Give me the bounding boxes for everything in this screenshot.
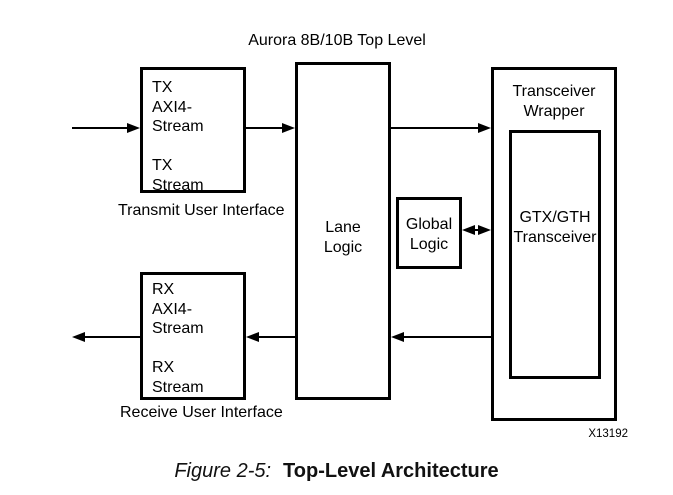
- arrow-line: [470, 229, 483, 231]
- arrowhead-right-icon: [478, 225, 491, 235]
- arrow-line: [391, 127, 480, 129]
- figure-image-id: X13192: [588, 428, 628, 440]
- transceiver-wrapper-label: Transceiver Wrapper: [512, 83, 596, 120]
- arrowhead-right-icon: [282, 123, 295, 133]
- arrow-line: [403, 336, 491, 338]
- diagram-title: Aurora 8B/10B Top Level: [248, 32, 426, 49]
- arrowhead-right-icon: [127, 123, 140, 133]
- gtx-gth-transceiver-block: GTX/GTH Transceiver: [509, 130, 601, 379]
- tx-axi4-stream-block: TX AXI4-Stream TX Stream: [140, 67, 246, 194]
- gtx-gth-transceiver-label: GTX/GTH Transceiver: [513, 209, 597, 246]
- receive-user-interface-label: Receive User Interface: [120, 404, 283, 421]
- global-logic-block: Global Logic: [396, 197, 462, 269]
- figure-caption-number: Figure 2-5:: [174, 460, 272, 482]
- arrowhead-left-icon: [462, 225, 475, 235]
- global-logic-label: Global Logic: [405, 216, 453, 253]
- rx-axi4-stream-label: RX AXI4-Stream RX Stream: [152, 281, 204, 396]
- lane-logic-block: Lane Logic: [295, 62, 391, 400]
- transmit-user-interface-label: Transmit User Interface: [118, 202, 285, 219]
- arrow-line: [258, 336, 295, 338]
- arrowhead-left-icon: [246, 332, 259, 342]
- arrowhead-left-icon: [72, 332, 85, 342]
- rx-axi4-stream-block: RX AXI4-Stream RX Stream: [140, 272, 246, 400]
- arrow-line: [84, 336, 140, 338]
- tx-axi4-stream-label: TX AXI4-Stream TX Stream: [152, 79, 204, 194]
- arrow-line: [72, 127, 129, 129]
- arrowhead-right-icon: [478, 123, 491, 133]
- lane-logic-label: Lane Logic: [323, 219, 363, 256]
- figure-caption-title: Top-Level Architecture: [283, 460, 499, 482]
- arrow-line: [246, 127, 284, 129]
- figure-caption: Figure 2-5: Top-Level Architecture: [0, 460, 673, 483]
- arrowhead-left-icon: [391, 332, 404, 342]
